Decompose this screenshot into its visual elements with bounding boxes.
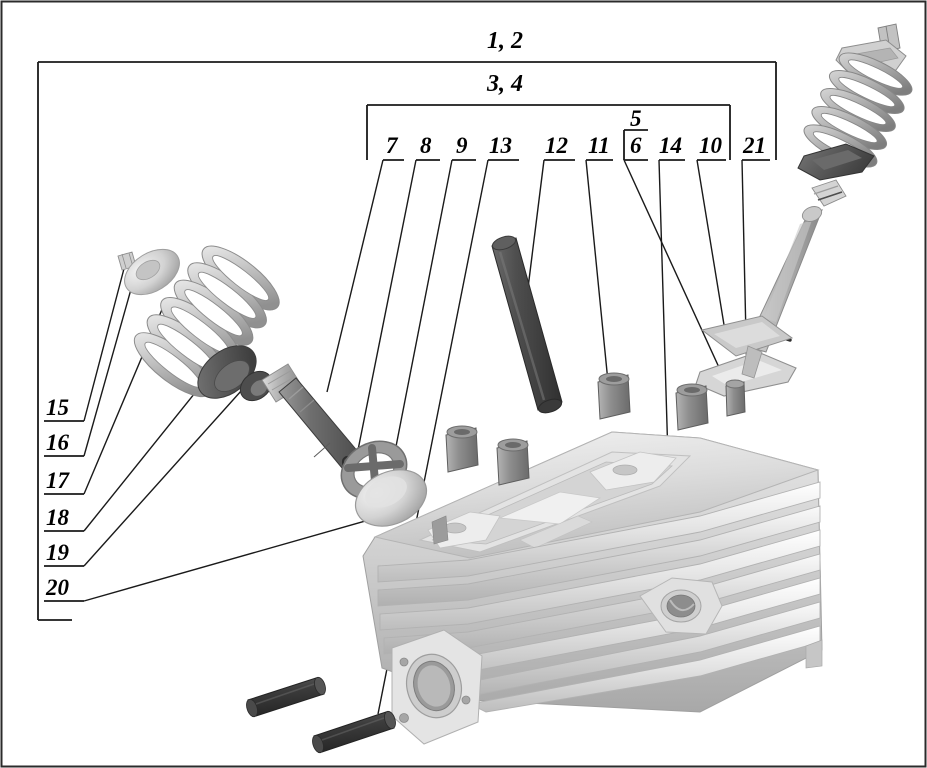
part-valve-guide-small: [725, 379, 746, 417]
part-valve-spring-right: [695, 23, 913, 397]
part-stem-seal-right: [811, 179, 847, 207]
part-stud: [312, 710, 396, 754]
callout-label-8: 8: [420, 133, 432, 158]
part-studs: [246, 676, 396, 754]
callout-label-5: 5: [630, 106, 642, 131]
callout-label-16: 16: [46, 430, 69, 455]
callout-label-9: 9: [456, 133, 468, 158]
callout-label-12: 12: [545, 133, 568, 158]
part-retainer-left: [124, 248, 180, 296]
part-push-rod: [491, 235, 563, 414]
part-valve-guide-bushing: [597, 372, 631, 420]
callout-label-20: 20: [46, 575, 69, 600]
callout-label-10: 10: [699, 133, 722, 158]
part-cylinder-head: [362, 431, 823, 745]
callout-label-19: 19: [46, 540, 69, 565]
callout-label-6: 6: [630, 133, 642, 158]
callout-label-21: 21: [743, 133, 766, 158]
part-valve-head-right: [695, 345, 797, 397]
callout-label-7: 7: [386, 133, 398, 158]
callout-label-13: 13: [489, 133, 512, 158]
part-valve-guide-bushing: [675, 383, 709, 431]
bracket-label-1-2: 1, 2: [487, 28, 523, 54]
callout-label-18: 18: [46, 505, 69, 530]
bracket-3-4-line: [366, 104, 731, 160]
bracket-1-2-line: [37, 61, 777, 621]
part-spring-seat-right: [797, 143, 875, 181]
part-valve-guide-bushing: [445, 425, 479, 473]
part-stud: [246, 676, 326, 718]
callout-ticks-left: [44, 420, 84, 602]
callout-label-17: 17: [46, 468, 69, 493]
part-valve-head-left: [354, 469, 428, 527]
callout-ticks-top: [383, 129, 770, 161]
part-valve-spring-left: [117, 245, 428, 527]
callout-label-14: 14: [659, 133, 682, 158]
part-valve-guide-bushing: [496, 438, 530, 486]
bracket-label-3-4: 3, 4: [487, 71, 523, 97]
part-valve-guides: [445, 372, 746, 486]
part-valve-seat-ring-right: [700, 315, 794, 357]
callout-label-11: 11: [588, 133, 610, 158]
callout-label-15: 15: [46, 395, 69, 420]
